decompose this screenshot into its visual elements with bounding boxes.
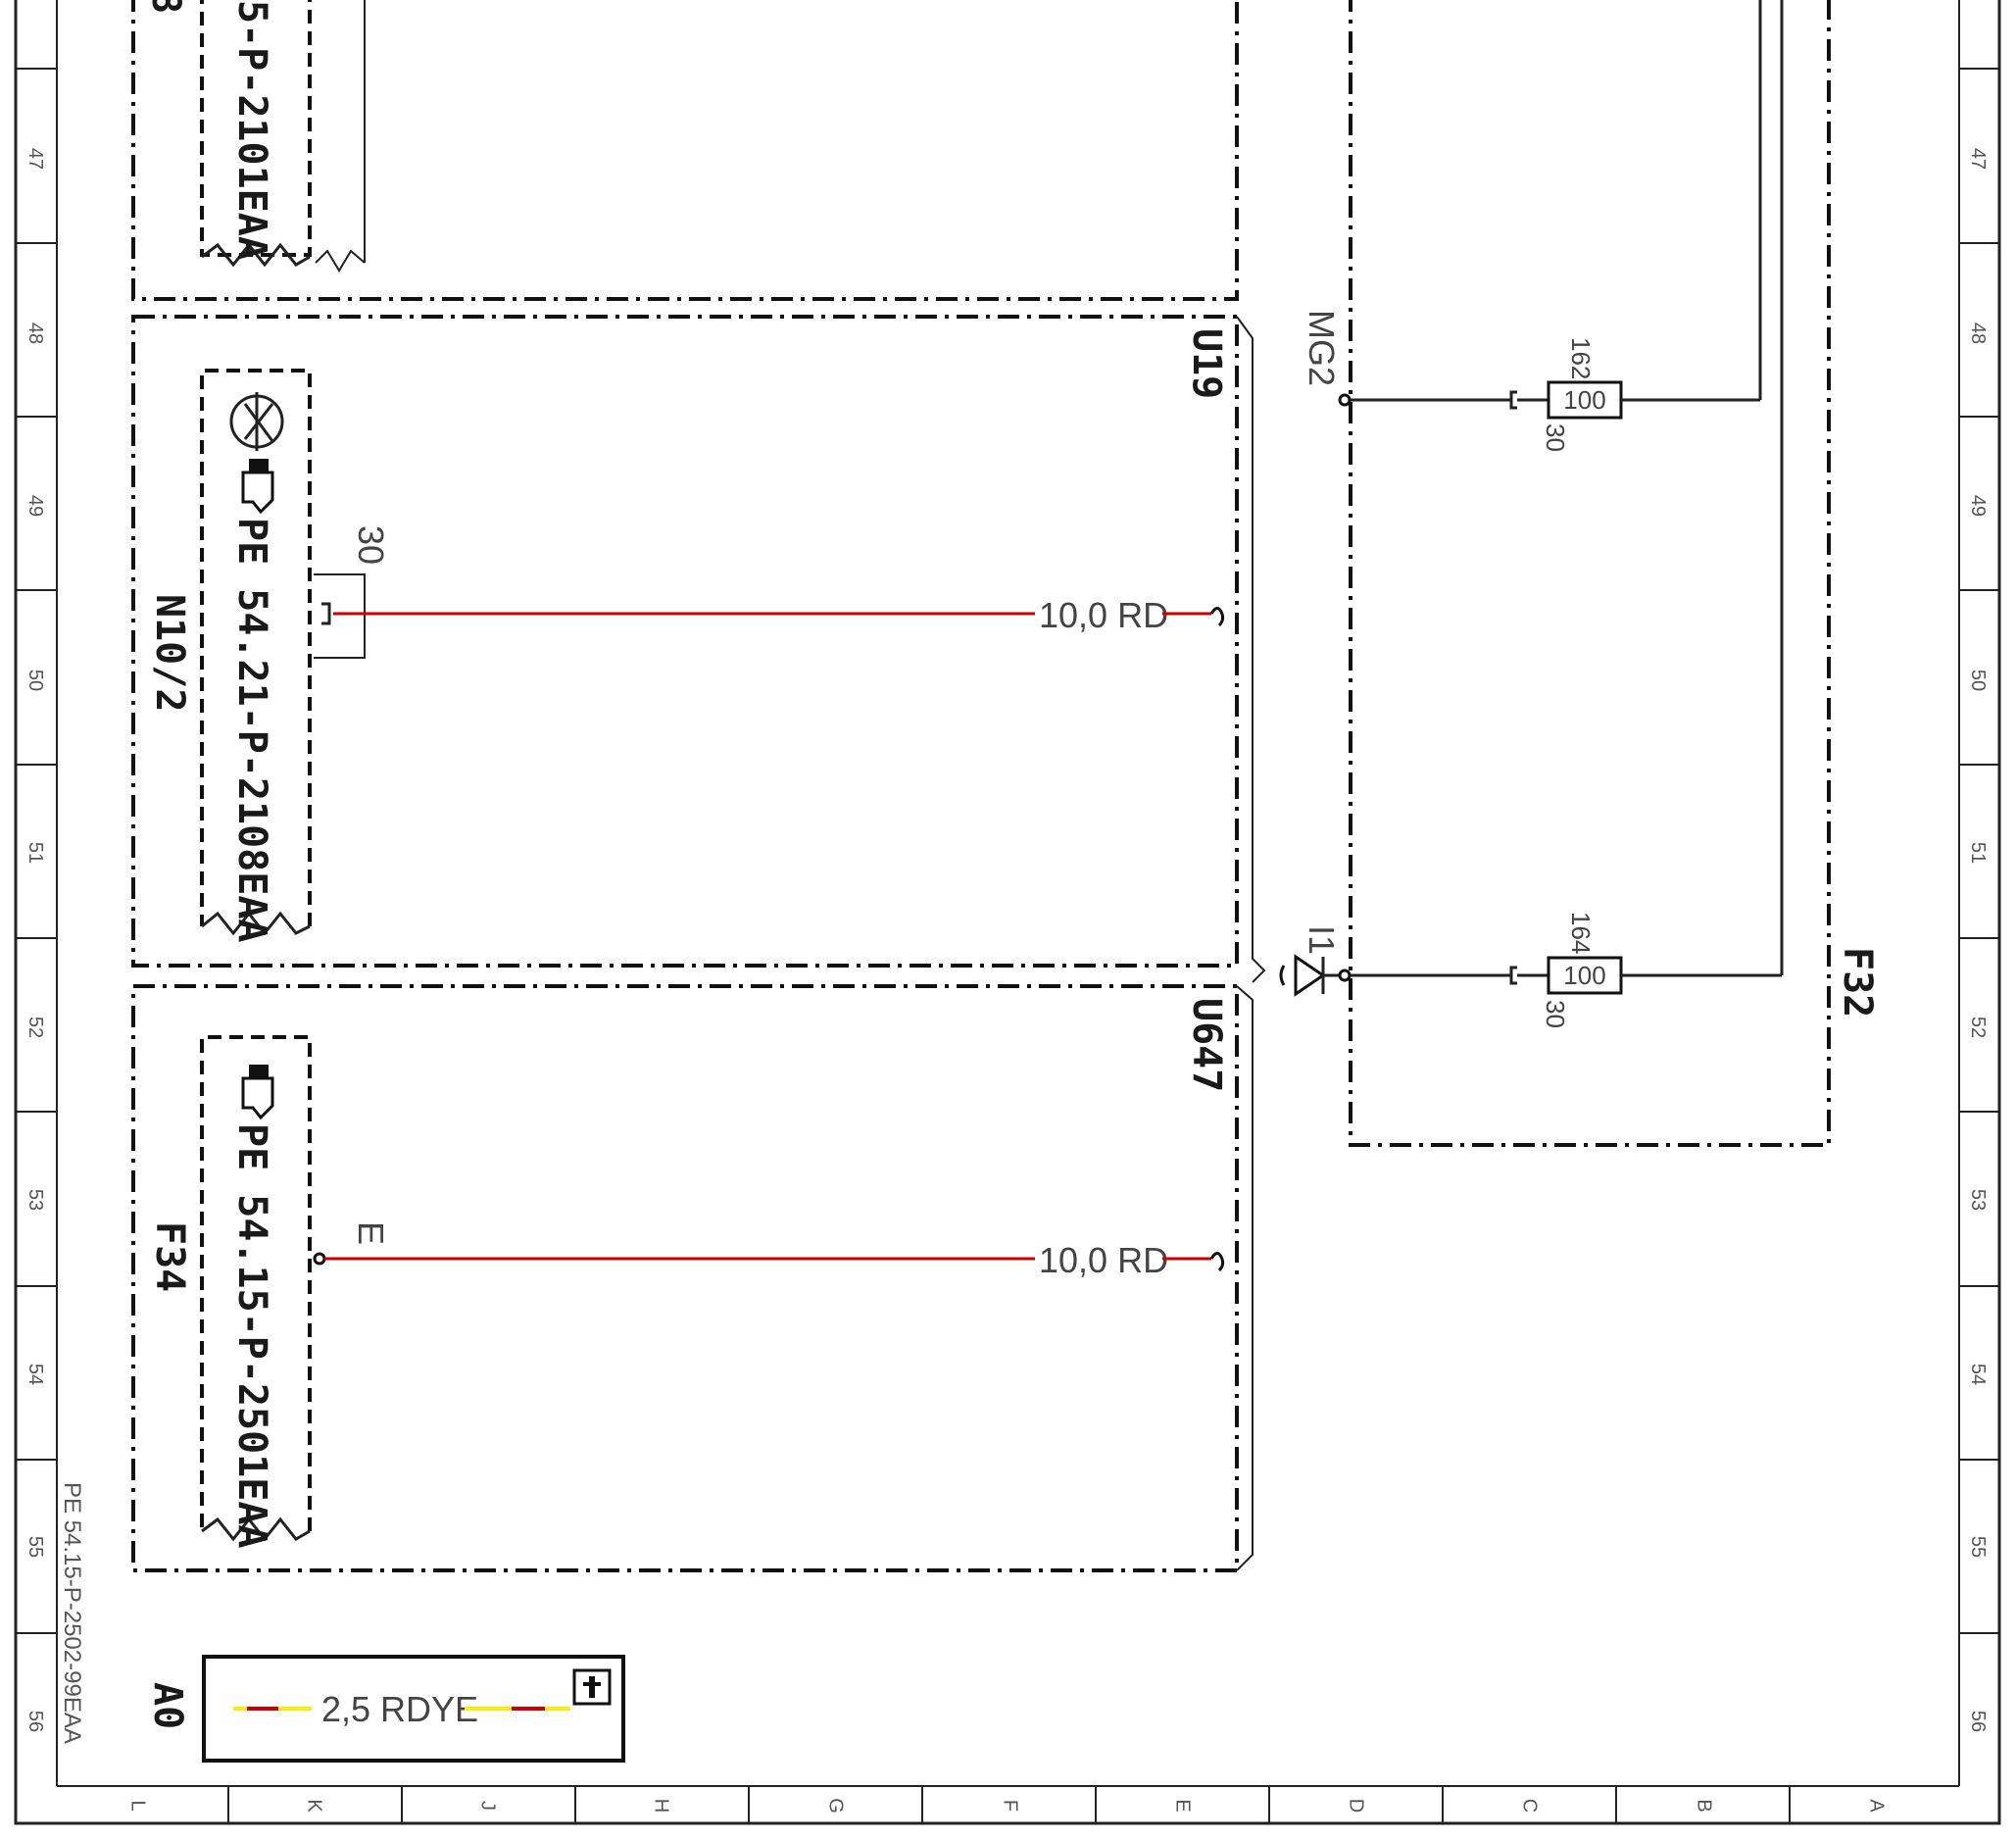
col-labels: L K J H G F E D C B A [127, 1798, 1888, 1814]
component-label: N10/2 [147, 594, 192, 712]
row-label: 50 [25, 670, 46, 691]
top-partial-ref: 5-P-2101EAA [229, 0, 274, 260]
module-label: U647 [1184, 998, 1229, 1092]
pointing-hand-icon [241, 459, 274, 515]
top-partial-module: 5-P-2101EAA 8 [131, 0, 1239, 301]
wire-label: 10,0 RD [1039, 595, 1168, 635]
row-ticks [16, 68, 1999, 1634]
info-icon [572, 1668, 612, 1706]
row-labels-left: 47 48 49 50 51 52 53 54 55 56 [25, 148, 46, 1732]
row-label: 56 [25, 1711, 46, 1732]
legend-label: A0 [145, 1682, 190, 1729]
module-label: F32 [1835, 947, 1880, 1018]
row-label: 48 [25, 323, 46, 344]
module-ref: PE 54.15-P-2501EAA [229, 1123, 274, 1548]
fuse-number: 164 [1566, 912, 1596, 954]
col-label: C [1519, 1799, 1541, 1813]
connector-label: I1 [1302, 925, 1342, 955]
row-label: 54 [25, 1364, 46, 1385]
row-label: 49 [1967, 495, 1989, 517]
col-label: G [825, 1798, 847, 1814]
row-label: 51 [25, 842, 46, 864]
col-label: A [1866, 1799, 1888, 1813]
row-label: 51 [1967, 842, 1989, 864]
legend-wire: 2,5 RDYE [321, 1689, 478, 1729]
row-label: 53 [1967, 1189, 1989, 1211]
sheet-id: PE 54.15-P-2502-99EAA [59, 1482, 85, 1744]
wire-break-icon [1209, 607, 1225, 627]
row-label: 56 [1967, 1711, 1989, 1732]
module-f32: F32 MG2 100 162 30 I1 100 164 30 [1279, 0, 1880, 1147]
col-ticks [227, 1786, 1791, 1823]
row-label: 55 [25, 1536, 46, 1558]
row-label: 47 [1967, 148, 1989, 170]
module-u19: U19 PE 54.21-P-2108EAA N10/2 30 10,0 RD [131, 315, 1266, 983]
col-label: B [1694, 1799, 1715, 1812]
pin-label: 30 [351, 525, 391, 565]
pin-label: E [351, 1221, 391, 1245]
fuse-rating: 100 [1563, 385, 1605, 415]
col-label: H [651, 1799, 672, 1813]
fuse-pin: 30 [1541, 423, 1570, 452]
row-label: 47 [25, 148, 46, 170]
module-u647: U647 PE 54.15-P-2501EAA F34 E 10,0 RD [131, 984, 1254, 1572]
outer-frame [14, 0, 2001, 1825]
row-label: 54 [1967, 1364, 1989, 1385]
row-label: 50 [1967, 670, 1989, 691]
col-label: D [1346, 1799, 1367, 1813]
col-label: L [127, 1800, 149, 1811]
row-labels-right: 47 48 49 50 51 52 53 54 55 56 [1967, 148, 1989, 1732]
top-partial-ref-prefix: 8 [143, 0, 188, 14]
legend-a0: A0 2,5 RDYE [145, 1655, 625, 1763]
row-label: 53 [25, 1189, 46, 1211]
module-label: U19 [1184, 328, 1229, 399]
module-ref: PE 54.21-P-2108EAA [229, 518, 274, 942]
transistor-icon [229, 392, 284, 451]
connector-label: MG2 [1302, 310, 1342, 386]
col-label: K [304, 1799, 325, 1813]
row-label: 52 [25, 1017, 46, 1038]
component-label: F34 [147, 1221, 192, 1292]
fuse-rating: 100 [1563, 961, 1605, 990]
ground-antenna-icon [1279, 954, 1340, 997]
row-label: 49 [25, 495, 46, 517]
wire-break-icon [1209, 1252, 1225, 1272]
fuse-pin: 30 [1541, 1000, 1570, 1028]
row-label: 48 [1967, 323, 1989, 344]
col-label: E [1172, 1799, 1194, 1812]
pointing-hand-icon [241, 1065, 274, 1120]
row-label: 52 [1967, 1017, 1989, 1038]
col-label: J [477, 1801, 499, 1811]
row-label: 55 [1967, 1536, 1989, 1558]
fuse-number: 162 [1566, 337, 1596, 379]
wire-label: 10,0 RD [1039, 1240, 1168, 1280]
col-label: F [1000, 1800, 1021, 1812]
